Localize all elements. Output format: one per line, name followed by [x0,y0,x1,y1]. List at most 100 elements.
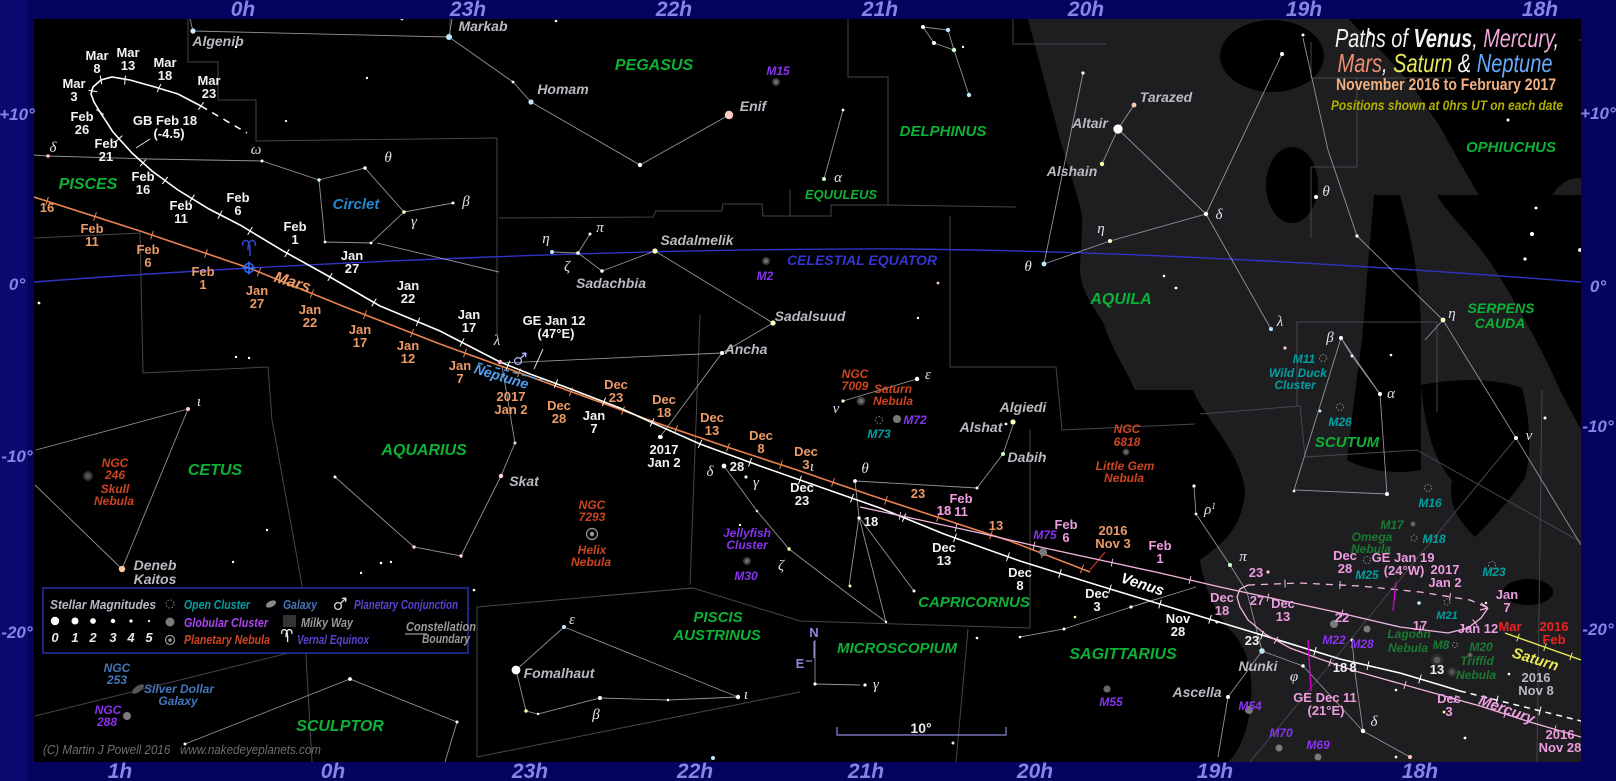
svg-text:Algenib: Algenib [191,33,244,49]
svg-text:Omega: Omega [1352,530,1393,544]
svg-text:Dec: Dec [604,377,628,392]
svg-text:22: 22 [1335,610,1349,625]
svg-text:β: β [591,707,600,723]
svg-text:Jan: Jan [1496,587,1518,602]
svg-text:17: 17 [462,320,476,335]
svg-text:Jan 12: Jan 12 [1458,621,1498,636]
svg-text:Vernal Equinox: Vernal Equinox [297,632,370,647]
svg-text:7: 7 [456,371,463,386]
svg-text:3: 3 [1093,599,1100,614]
svg-text:Jan: Jan [246,283,268,298]
svg-text:Enif: Enif [740,98,768,114]
svg-text:DELPHINUS: DELPHINUS [900,123,987,140]
svg-text:λ: λ [1276,314,1284,330]
svg-text:Feb: Feb [136,242,159,257]
svg-text:-20°: -20° [1,623,33,642]
svg-text:Jellyfish: Jellyfish [723,526,771,540]
svg-text:Nunki: Nunki [1239,658,1279,674]
svg-text:Dec: Dec [1271,596,1295,611]
svg-text:3: 3 [109,630,117,645]
svg-text:α: α [1387,386,1396,402]
svg-text:-10°: -10° [1,447,33,466]
svg-text:3: 3 [70,89,77,104]
svg-text:δ: δ [1216,207,1224,223]
svg-text:2016: 2016 [1522,670,1551,685]
svg-text:-20°: -20° [1582,620,1614,639]
svg-text:18: 18 [158,68,172,83]
svg-text:(21°E): (21°E) [1308,703,1345,718]
svg-text:Little Gem: Little Gem [1096,459,1155,473]
svg-text:Jan 2: Jan 2 [1428,575,1461,590]
svg-text:M26: M26 [1328,415,1352,429]
svg-text:20h: 20h [1067,0,1104,21]
svg-text:Dec: Dec [700,410,724,425]
svg-text:0h: 0h [231,0,256,21]
svg-text:2: 2 [88,630,97,645]
svg-text:Jan: Jan [341,248,363,263]
svg-text:Kaitos: Kaitos [134,571,177,587]
svg-text:Nebula: Nebula [1104,471,1144,485]
svg-text:AUSTRINUS: AUSTRINUS [672,627,761,644]
svg-text:ε: ε [569,612,575,628]
svg-text:EQUULEUS: EQUULEUS [805,187,878,202]
svg-text:8: 8 [93,61,100,76]
svg-text:18: 18 [864,514,878,529]
svg-text:ν: ν [1526,428,1533,444]
svg-text:Ancha: Ancha [724,341,768,357]
svg-text:M72: M72 [903,413,927,427]
svg-text:Markab: Markab [458,18,507,34]
svg-text:18: 18 [1215,603,1229,618]
svg-text:η: η [542,231,549,247]
svg-text:Mar: Mar [116,45,139,60]
svg-text:Nebula: Nebula [873,394,913,408]
svg-text:Saturn: Saturn [874,382,912,396]
svg-text:(-4.5): (-4.5) [153,126,184,141]
svg-text:5: 5 [145,630,153,645]
svg-text:Feb: Feb [1542,632,1565,647]
svg-text:253: 253 [106,673,127,687]
svg-text:θ: θ [384,150,392,166]
svg-text:Sadachbia: Sadachbia [576,275,646,291]
svg-text:Deneb: Deneb [134,557,177,573]
svg-text:Feb: Feb [80,221,103,236]
svg-text:18: 18 [937,503,951,518]
svg-text:18h: 18h [1522,0,1558,21]
svg-text:δ: δ [707,464,715,480]
svg-text:Feb: Feb [283,219,306,234]
svg-text:ζ: ζ [564,259,571,275]
svg-text:M25: M25 [1355,568,1379,582]
svg-text:ζ: ζ [778,558,785,574]
svg-text:M17: M17 [1380,518,1405,532]
svg-text:M20: M20 [1469,640,1493,654]
svg-text:θ: θ [1322,184,1330,200]
svg-text:11: 11 [85,234,99,249]
svg-text:26: 26 [75,122,89,137]
svg-text:NGC: NGC [579,498,606,512]
svg-text:Wild Duck: Wild Duck [1269,366,1328,380]
svg-text:PISCES: PISCES [59,176,118,193]
svg-text:19h: 19h [1286,0,1322,21]
svg-text:M28: M28 [1350,637,1374,651]
svg-text:12: 12 [401,351,415,366]
svg-text:GE Jan 12: GE Jan 12 [523,313,586,328]
svg-text:λ: λ [493,333,501,349]
svg-text:Jan: Jan [397,338,419,353]
svg-text:13: 13 [989,518,1003,533]
svg-text:16: 16 [136,182,150,197]
svg-text:ω: ω [251,142,262,158]
svg-text:2017: 2017 [497,389,526,404]
svg-text:17: 17 [353,335,367,350]
svg-text:GE Jan 19: GE Jan 19 [1372,550,1435,565]
svg-text:Feb: Feb [191,264,214,279]
svg-text:AQUARIUS: AQUARIUS [380,442,467,459]
svg-text:0°: 0° [9,275,25,294]
svg-text:M15: M15 [766,64,790,78]
svg-text:Feb: Feb [1054,517,1077,532]
svg-text:13: 13 [705,423,719,438]
svg-text:Feb: Feb [949,491,972,506]
svg-text:21h: 21h [847,760,884,781]
svg-text:Globular Cluster: Globular Cluster [184,615,269,630]
svg-text:Dabih: Dabih [1008,449,1047,465]
svg-text:2016: 2016 [1099,523,1128,538]
svg-text:13: 13 [937,553,951,568]
